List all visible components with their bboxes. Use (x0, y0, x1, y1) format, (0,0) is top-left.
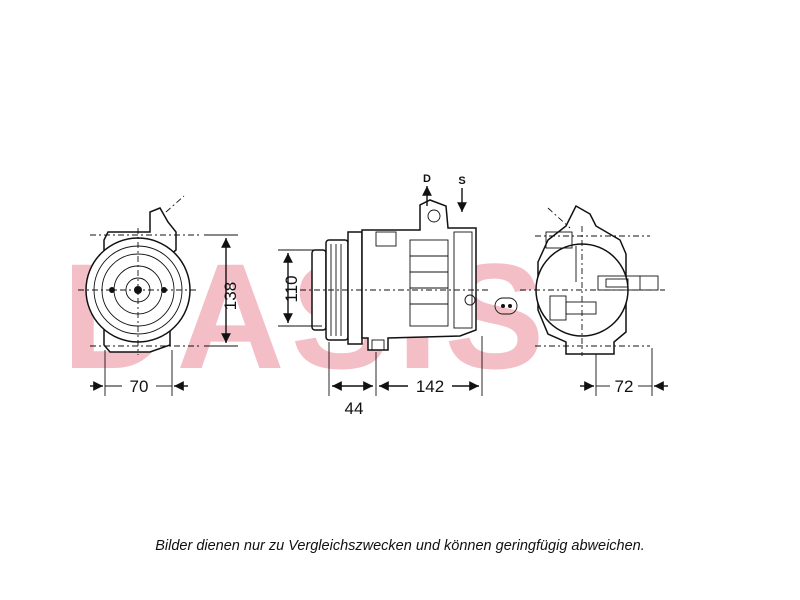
rear-view: 72 (520, 204, 668, 396)
rear-width-label: 72 (615, 377, 634, 396)
front-width-label: 70 (130, 377, 149, 396)
front-view: 138 70 (78, 195, 240, 396)
pulley-length-label: 44 (345, 399, 364, 418)
body-length-label: 142 (416, 377, 444, 396)
disclaimer-caption: Bilder dienen nur zu Vergleichszwecken u… (155, 538, 645, 554)
front-height-label: 138 (221, 282, 240, 310)
side-view: D S 110 142 44 (278, 173, 518, 418)
connector-icon (494, 297, 518, 315)
suction-label: S (458, 175, 465, 187)
pulley-diameter-label: 110 (282, 275, 301, 302)
discharge-label: D (423, 173, 431, 185)
